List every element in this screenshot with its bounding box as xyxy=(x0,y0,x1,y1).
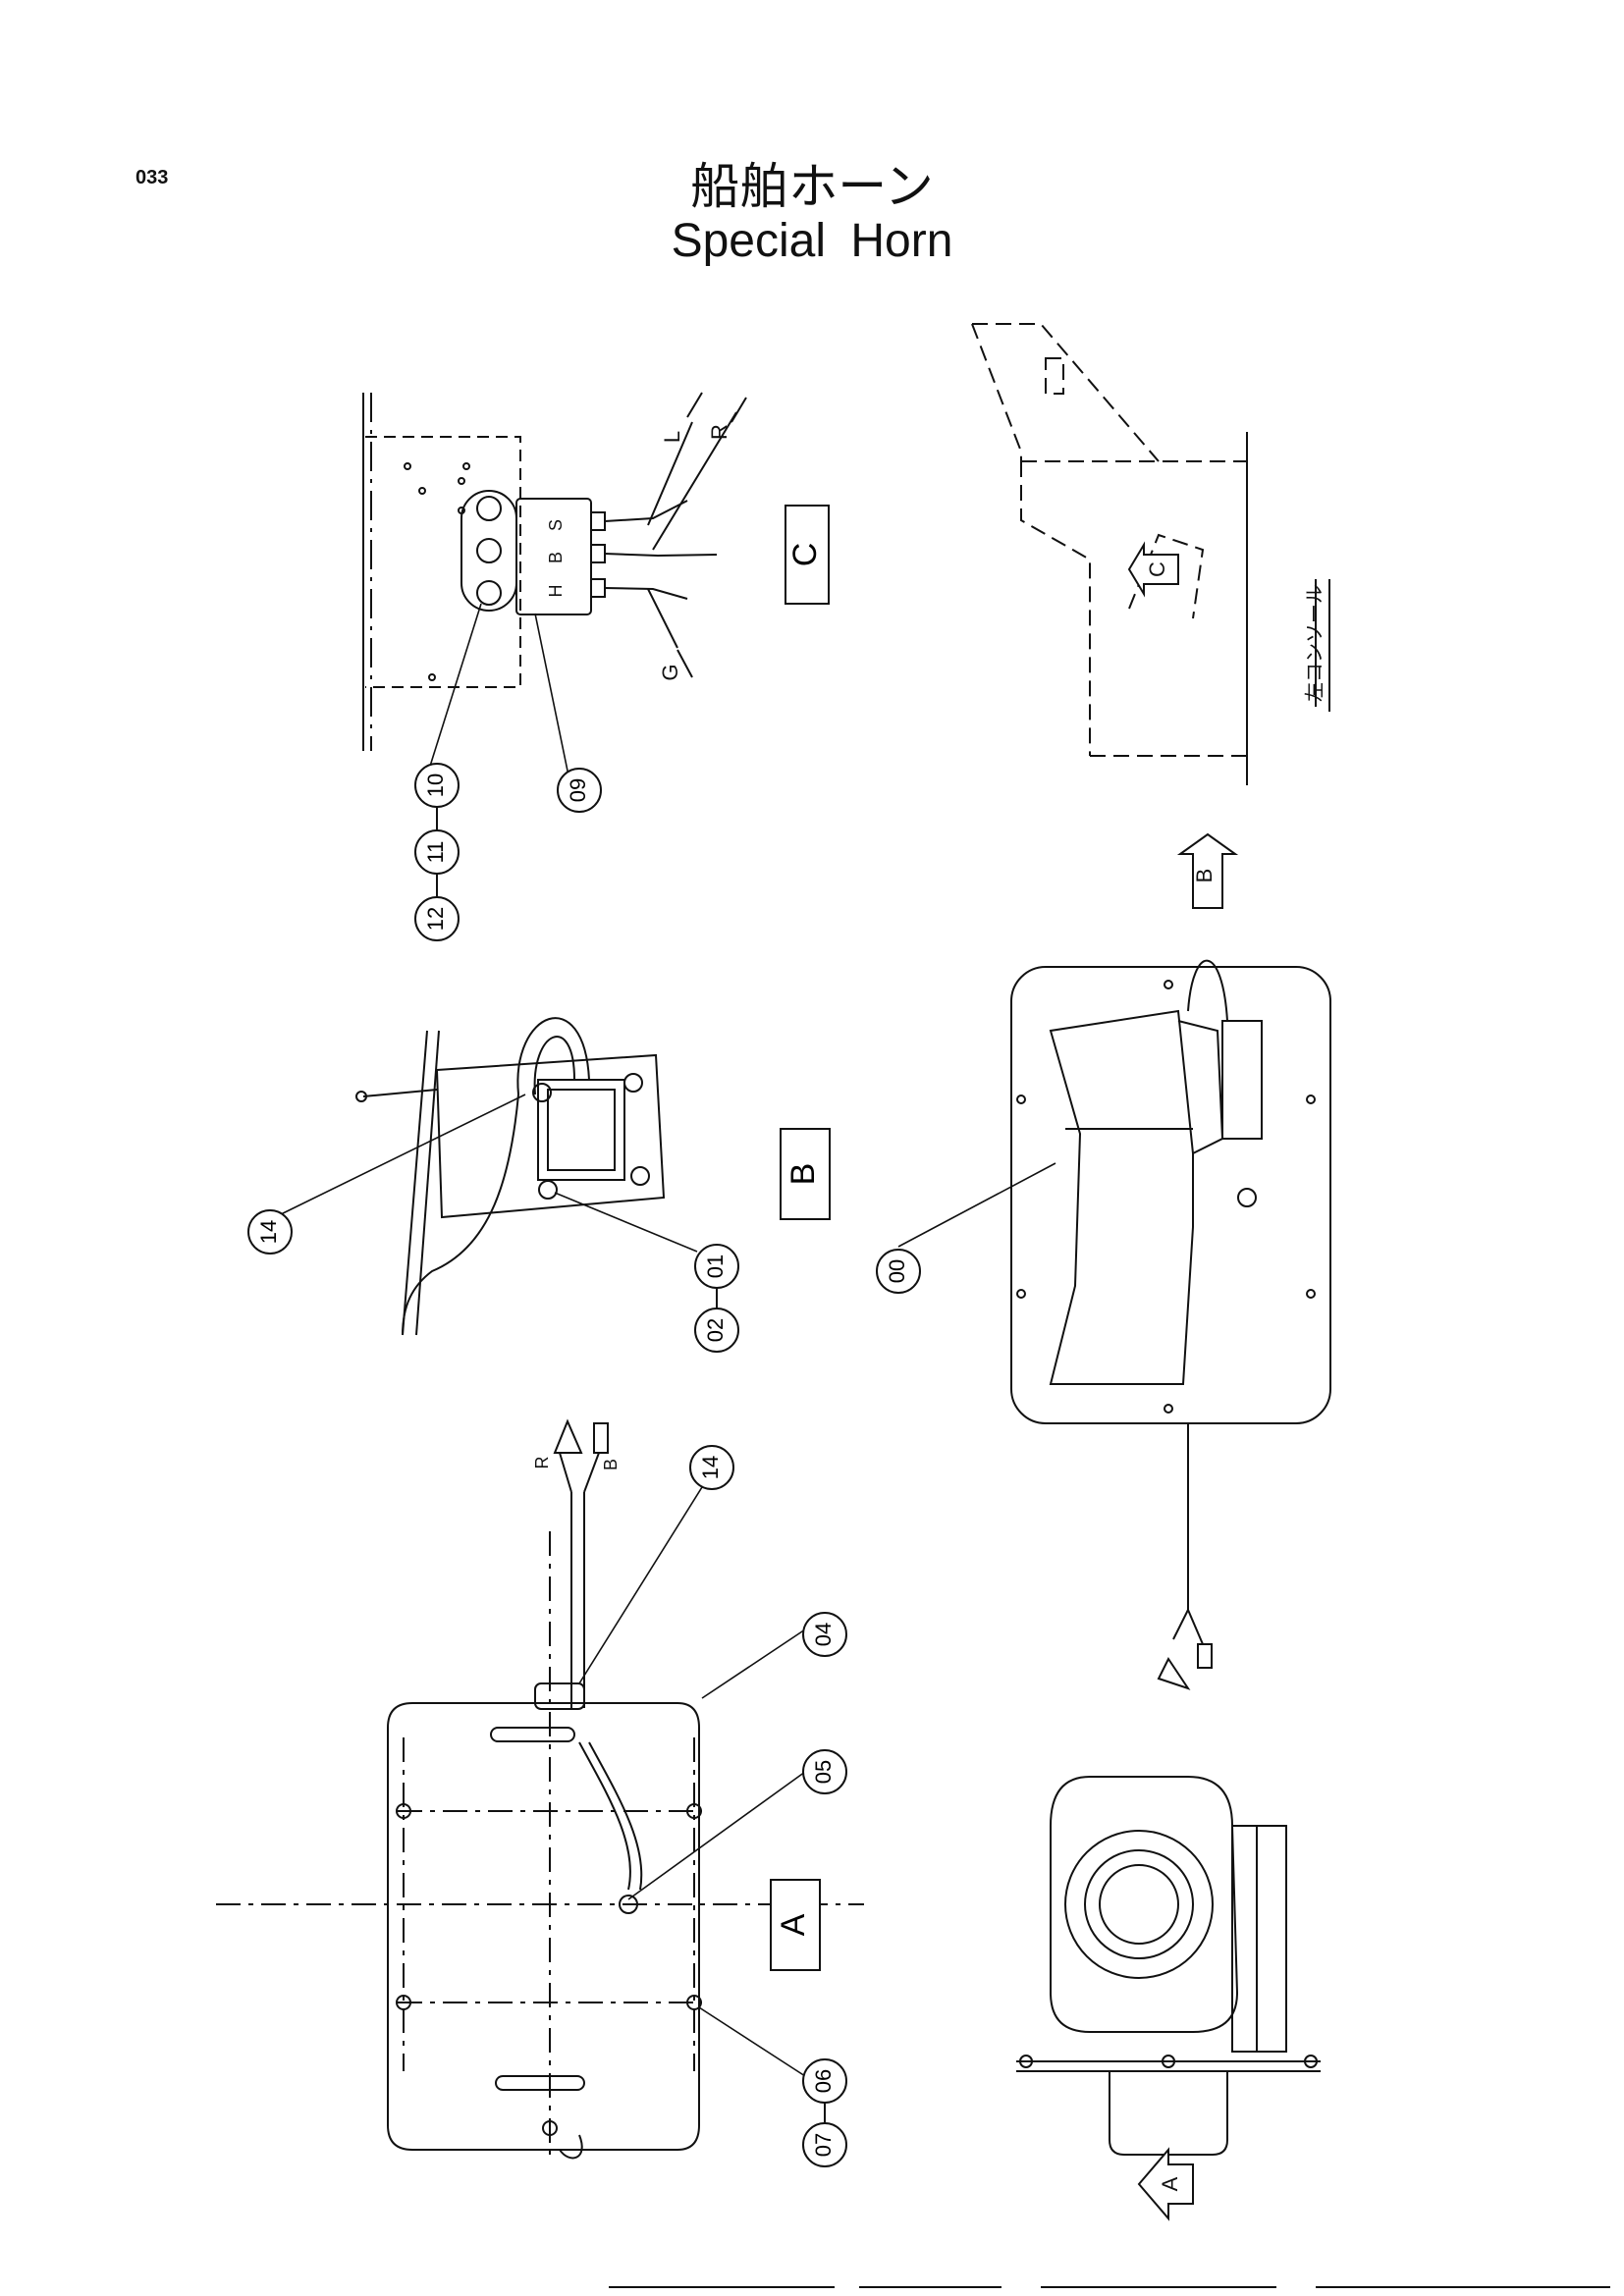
arrow-a: A xyxy=(1137,2147,1194,2221)
callout-00: 00 xyxy=(876,1249,921,1294)
callout-00-text: 00 xyxy=(885,1259,909,1283)
callout-10-text: 10 xyxy=(423,774,448,797)
callout-01: 01 xyxy=(694,1244,739,1289)
callout-14-upper-text: 14 xyxy=(256,1220,281,1244)
callout-12-text: 12 xyxy=(423,907,448,931)
wire-label-g: G xyxy=(658,664,682,680)
callout-04-text: 04 xyxy=(811,1623,836,1646)
view-labels: A B C xyxy=(770,543,831,1971)
terminal-label-b: B xyxy=(546,552,566,563)
view-a-text: A xyxy=(775,1913,812,1936)
bracket-view-b xyxy=(355,1017,666,1336)
direction-arrows: A B C xyxy=(1127,541,1239,2221)
part-callouts: 00 01 02 04 05 06 07 09 10 11 12 14 14 xyxy=(247,763,921,2167)
horn-front-view xyxy=(1016,1776,1321,2156)
callout-02-text: 02 xyxy=(703,1318,728,1342)
callout-11-text: 11 xyxy=(423,841,448,864)
relay-detail xyxy=(362,392,830,751)
callout-04: 04 xyxy=(802,1612,847,1657)
page-number: 033 xyxy=(135,167,169,188)
left-console xyxy=(971,323,1248,785)
view-label-a: A xyxy=(770,1879,821,1971)
callout-14-lower: 14 xyxy=(689,1445,734,1490)
arrow-b: B xyxy=(1176,832,1239,909)
arrow-a-label: A xyxy=(1158,2176,1182,2191)
arrow-c: C xyxy=(1127,541,1179,598)
terminal-label-h: H xyxy=(546,585,566,598)
callout-05-text: 05 xyxy=(811,1760,836,1784)
callout-07: 07 xyxy=(802,2122,847,2167)
terminal-label-s: S xyxy=(546,519,566,531)
callout-14-upper: 14 xyxy=(247,1209,293,1255)
wire-label-l: L xyxy=(660,431,684,443)
callout-06: 06 xyxy=(802,2058,847,2104)
callout-06-text: 06 xyxy=(811,2069,836,2093)
plate-top-view xyxy=(387,1418,702,2160)
callout-02: 02 xyxy=(694,1308,739,1353)
jp-note-text: 左コンソール xyxy=(1303,584,1326,702)
title-japanese: 船舶ホーン xyxy=(690,158,934,215)
view-b-text: B xyxy=(785,1163,822,1186)
horn-top-view xyxy=(1010,959,1331,1690)
callout-09-text: 09 xyxy=(566,778,590,802)
callout-09: 09 xyxy=(557,768,602,813)
callout-10: 10 xyxy=(414,763,460,808)
arrow-b-label: B xyxy=(1192,869,1217,883)
callout-05: 05 xyxy=(802,1749,847,1794)
plate-centerlines xyxy=(216,1531,864,2155)
view-label-c: C xyxy=(786,543,824,567)
callout-14-lower-text: 14 xyxy=(698,1456,723,1479)
harness-label-b: B xyxy=(601,1459,621,1470)
wire-label-r: R xyxy=(707,424,731,440)
view-c-text: C xyxy=(786,543,824,567)
leader-lines xyxy=(274,603,1056,2077)
title-english: Special Horn xyxy=(671,215,953,267)
callout-11: 11 xyxy=(414,829,460,875)
view-label-b: B xyxy=(780,1128,831,1220)
callout-01-text: 01 xyxy=(703,1255,728,1278)
callout-07-text: 07 xyxy=(811,2133,836,2157)
left-console-note: 左コンソール xyxy=(1303,579,1330,712)
harness-label-r: R xyxy=(532,1457,552,1469)
arrow-c-label: C xyxy=(1145,561,1169,577)
callout-12: 12 xyxy=(414,896,460,941)
wire-labels: L R G S B H R B xyxy=(532,424,731,1470)
